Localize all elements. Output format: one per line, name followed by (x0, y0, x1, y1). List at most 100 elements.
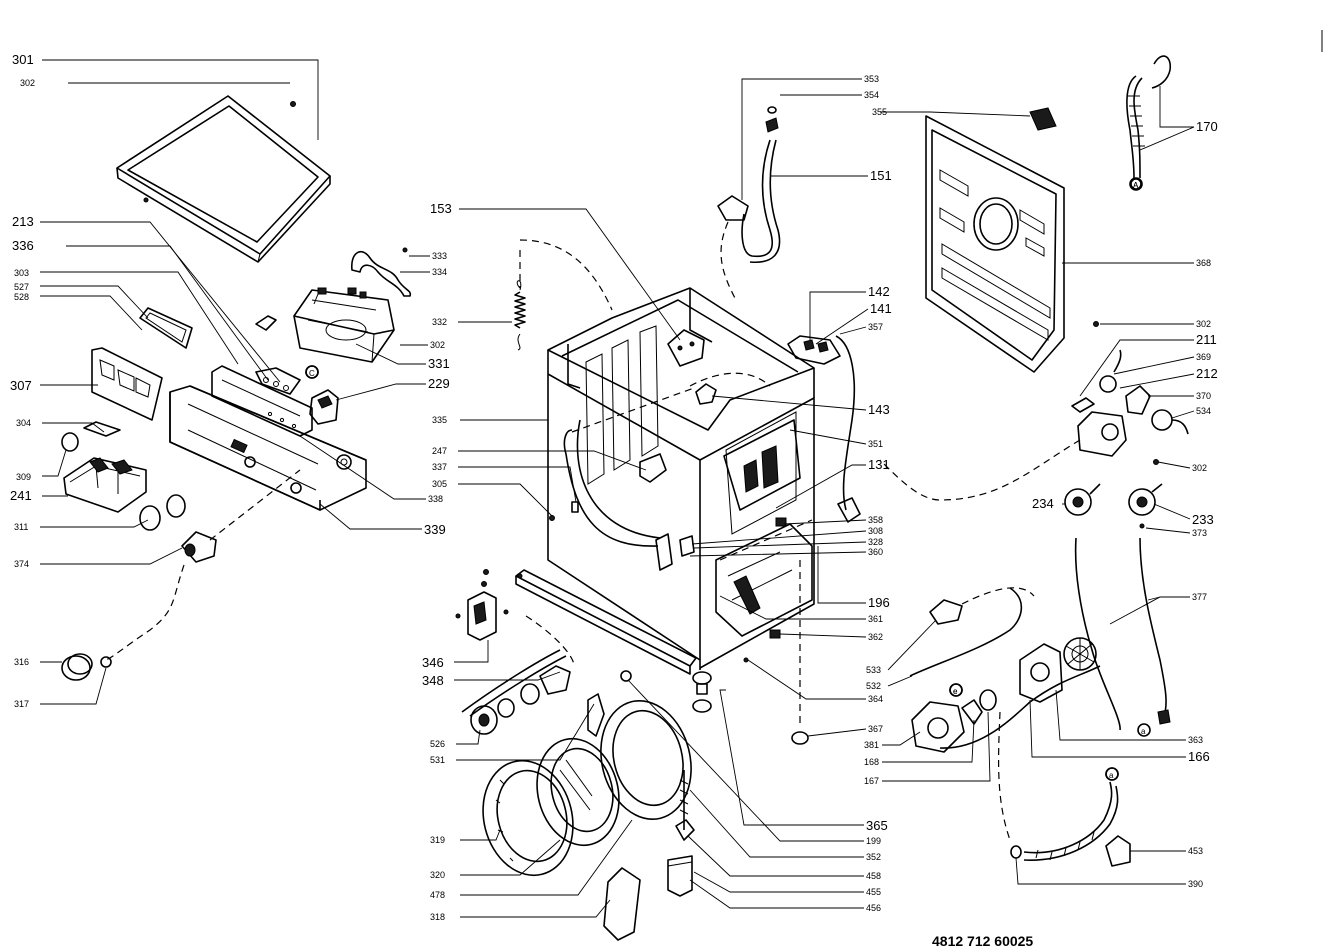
callout-532: 532 (866, 681, 881, 691)
callout-354: 354 (864, 90, 879, 100)
callout-319: 319 (430, 835, 445, 845)
callout-233: 233 (1192, 512, 1214, 527)
callout-304: 304 (16, 418, 31, 428)
callout-368: 368 (1196, 258, 1211, 268)
callout-301: 301 (12, 52, 34, 67)
lower-drain-hose (1010, 767, 1131, 867)
callout-346: 346 (422, 655, 444, 670)
callout-213: 213 (12, 214, 34, 229)
suspension-spring (514, 239, 613, 351)
callout-334: 334 (432, 267, 447, 277)
inlet-hose (717, 106, 781, 301)
callout-196: 196 (868, 595, 890, 610)
motor-parts (879, 349, 1189, 501)
callout-333: 333 (432, 251, 447, 261)
door-glass (536, 737, 620, 847)
programmer-unit (293, 247, 412, 363)
knob-cap (61, 653, 112, 681)
callout-247: 247 (432, 446, 447, 456)
callout-142: 142 (868, 284, 890, 299)
connector-markers (305, 177, 1151, 781)
callout-241: 241 (10, 488, 32, 503)
callout-311: 311 (14, 522, 28, 532)
detergent-drawer (61, 421, 147, 513)
electronics-board (211, 315, 313, 437)
base-feet (791, 560, 809, 745)
callout-153: 153 (430, 201, 452, 216)
callout-369: 369 (1196, 352, 1211, 362)
callout-167: 167 (864, 776, 879, 786)
drain-pump (911, 637, 1101, 841)
callout-456: 456 (866, 903, 881, 913)
filter-flap (603, 867, 641, 941)
callout-355: 355 (872, 107, 887, 117)
callout-533: 533 (866, 665, 881, 675)
selector-knob (103, 469, 301, 661)
leader-lines (40, 59, 1195, 918)
callout-302: 302 (20, 78, 35, 88)
pressure-switches (1064, 459, 1171, 731)
callout-361: 361 (868, 614, 883, 624)
callout-337: 337 (432, 462, 447, 472)
callout-328: 328 (868, 537, 883, 547)
callout-336: 336 (12, 238, 34, 253)
callout-358: 358 (868, 515, 883, 525)
mains-connector (787, 335, 861, 523)
filter-hose (909, 587, 1035, 677)
control-panel (169, 385, 367, 511)
callout-317: 317 (14, 699, 29, 709)
callout-302: 302 (430, 340, 445, 350)
callout-360: 360 (868, 547, 883, 557)
door-hinge (461, 615, 575, 735)
cabinet-frame (547, 287, 815, 670)
callout-303: 303 (14, 268, 29, 278)
callout-318: 318 (430, 912, 445, 922)
callout-316: 316 (14, 657, 29, 667)
inner-door-ring (600, 700, 692, 820)
callout-363: 363 (1188, 735, 1203, 745)
callout-141: 141 (870, 301, 892, 316)
top-lid (116, 95, 331, 263)
connector-marker: A (1133, 181, 1139, 190)
connector-marker: A (1133, 181, 1139, 190)
callout-307: 307 (10, 378, 32, 393)
callout-305: 305 (432, 479, 447, 489)
callout-478: 478 (430, 890, 445, 900)
callout-365: 365 (866, 818, 888, 833)
callout-362: 362 (868, 632, 883, 642)
callout-199: 199 (866, 836, 881, 846)
callout-352: 352 (866, 852, 881, 862)
callout-168: 168 (864, 757, 879, 767)
panel-bracket (139, 307, 193, 349)
callout-labels: 3013022133363035275283073043092413113743… (10, 52, 1218, 922)
callout-309: 309 (16, 472, 31, 482)
callout-527: 527 (14, 282, 29, 292)
callout-455: 455 (866, 887, 881, 897)
callout-453: 453 (1188, 846, 1203, 856)
callout-526: 526 (430, 739, 445, 749)
callout-390: 390 (1188, 879, 1203, 889)
callout-348: 348 (422, 673, 444, 688)
callout-374: 374 (14, 559, 29, 569)
callout-234: 234 (1032, 496, 1054, 511)
callout-229: 229 (428, 376, 450, 391)
callout-534: 534 (1196, 406, 1211, 416)
callout-335: 335 (432, 415, 447, 425)
callout-357: 357 (868, 322, 883, 332)
callout-364: 364 (868, 694, 883, 704)
outer-door-ring (482, 759, 574, 877)
fascia-insert (91, 347, 163, 421)
connector-marker: a (1141, 727, 1146, 736)
callout-170: 170 (1196, 119, 1218, 134)
callout-339: 339 (424, 522, 446, 537)
door-lock (455, 569, 509, 641)
connector-marker: e (953, 687, 958, 696)
callout-381: 381 (864, 740, 879, 750)
callout-367: 367 (868, 724, 883, 734)
callout-351: 351 (868, 439, 883, 449)
drain-hose (1126, 55, 1172, 190)
callout-332: 332 (432, 317, 447, 327)
callout-353: 353 (864, 74, 879, 84)
